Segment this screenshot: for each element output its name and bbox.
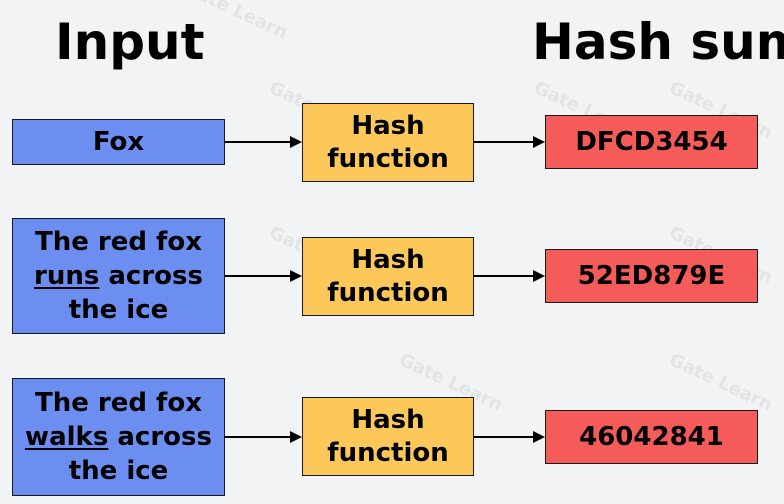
input-line2: runs across [34, 259, 203, 293]
input-box-walks: The red fox walks across the ice [12, 378, 225, 496]
hash-function-box: Hash function [302, 237, 474, 316]
input-heading: Input [55, 13, 205, 71]
input-box-fox: Fox [12, 119, 225, 165]
function-label-line1: Hash [351, 244, 425, 275]
hash-function-box: Hash function [302, 103, 474, 182]
changed-word: walks [25, 422, 109, 452]
input-line3: the ice [68, 456, 169, 486]
hash-value: 52ED879E [577, 261, 726, 291]
input-line3: the ice [68, 295, 169, 325]
input-line1: The red fox [34, 227, 202, 257]
function-label-line1: Hash [351, 404, 425, 435]
input-line2: walks across [25, 420, 212, 454]
function-label-line1: Hash [351, 110, 425, 141]
input-box-runs: The red fox runs across the ice [12, 218, 225, 334]
hash-output-box: 52ED879E [545, 249, 758, 303]
hash-value: 46042841 [579, 422, 724, 452]
input-line2-rest: across [108, 261, 203, 291]
input-line1: The red fox [35, 388, 202, 418]
hash-function-box: Hash function [302, 397, 474, 476]
hash-output-box: 46042841 [545, 410, 758, 464]
input-line2-rest: across [117, 422, 212, 452]
hash-value: DFCD3454 [575, 127, 728, 157]
function-label-line2: function [327, 277, 449, 308]
input-text: Fox [92, 127, 145, 157]
changed-word: runs [34, 261, 100, 291]
hash-sum-heading: Hash sum [532, 13, 784, 71]
hash-output-box: DFCD3454 [545, 115, 758, 169]
function-label-line2: function [327, 143, 449, 174]
function-label-line2: function [327, 437, 449, 468]
